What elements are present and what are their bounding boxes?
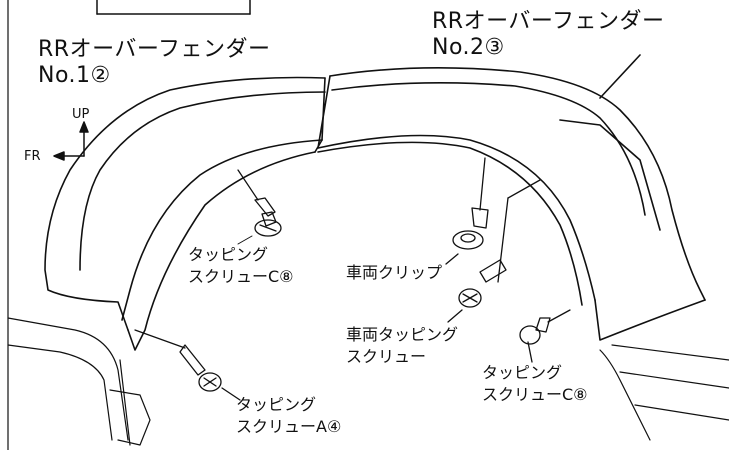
header-box-remnant: [96, 0, 251, 15]
vehicle-tapping-screw: [447, 179, 541, 323]
label-fr: FR: [24, 149, 41, 164]
label-screw-c-upper-line2: スクリューC⑧: [188, 267, 294, 286]
label-vehicle-screw-line1: 車両タッピング: [346, 325, 459, 344]
label-screw-c-lower-line2: スクリューC⑧: [482, 385, 588, 404]
label-screw-a-line2: スクリューA④: [236, 417, 342, 436]
label-vehicle-clip: 車両クリップ: [346, 263, 443, 282]
label-screw-c-lower-line1: タッピング: [482, 363, 563, 382]
label-fender-no2-line1: RRオーバーフェンダー: [432, 9, 665, 34]
direction-arrows: [53, 121, 89, 161]
label-fender-no1-line2: No.1②: [38, 63, 111, 88]
vehicle-clip: [445, 157, 489, 265]
body-panel: [7, 317, 729, 446]
label-screw-c-upper-line1: タッピング: [188, 245, 269, 264]
leader-lines: [237, 235, 253, 245]
label-screw-a-line1: タッピング: [236, 395, 317, 414]
label-fender-no2-line2: No.2③: [432, 35, 505, 60]
label-fender-no1-line1: RRオーバーフェンダー: [38, 37, 271, 62]
label-up: UP: [72, 107, 90, 122]
screw-c-lower: [519, 309, 571, 363]
screw-c-upper: [237, 169, 282, 237]
fender-no1: [44, 76, 326, 351]
screw-a: [134, 329, 241, 401]
label-vehicle-screw-line2: スクリュー: [346, 347, 427, 366]
fender-no2: [317, 54, 706, 341]
